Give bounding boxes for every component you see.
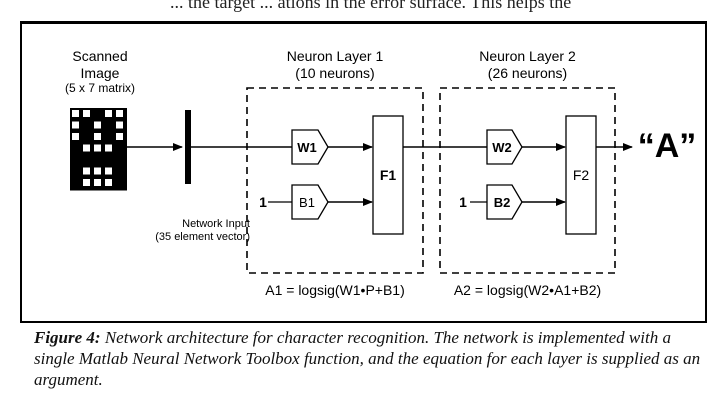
- matrix-pixel: [105, 110, 112, 117]
- b1-block: [291, 184, 329, 220]
- b2-input-one: 1: [459, 194, 467, 210]
- b1-label: B1: [299, 195, 315, 210]
- scanned-image-matrix: [70, 108, 127, 191]
- f2-label: F2: [572, 167, 590, 183]
- b2-block: [486, 184, 523, 220]
- caption-text: Network architecture for character recog…: [34, 328, 701, 389]
- layer1-title-text: Neuron Layer 1: [286, 48, 384, 64]
- f2-block: [565, 115, 597, 235]
- matrix-pixel: [72, 133, 79, 140]
- matrix-pixel: [94, 144, 101, 152]
- matrix-pixel: [105, 167, 112, 175]
- matrix-pixel: [83, 179, 90, 186]
- layer2-title-text: Neuron Layer 2: [479, 48, 576, 64]
- layer2-equation: A2 = logsig(W2•A1+B2): [453, 282, 602, 298]
- layer1-subtitle: (10 neurons): [295, 65, 375, 81]
- header-text-fragment: ... the target ... ations in the error s…: [170, 0, 572, 12]
- f1-label: F1: [379, 167, 397, 183]
- matrix-pixel: [72, 110, 79, 117]
- w2-block: [486, 129, 523, 165]
- scanned-label-line2: Image: [80, 65, 120, 81]
- layer2-title: Neuron Layer 2 (26 neurons): [440, 48, 615, 82]
- f1-block: [372, 115, 404, 235]
- network-input-bar: [185, 110, 191, 184]
- matrix-pixel: [83, 110, 90, 117]
- scanned-image-label: Scanned Image (5 x 7 matrix): [40, 48, 160, 95]
- network-input-line2: (35 element vector): [155, 231, 250, 243]
- w1-label: W1: [297, 140, 317, 155]
- layer1-title: Neuron Layer 1 (10 neurons): [247, 48, 423, 82]
- caption-label: Figure 4:: [34, 328, 101, 347]
- matrix-pixel: [94, 133, 101, 140]
- output-character: “A”: [637, 127, 697, 165]
- figure-frame: [20, 21, 707, 323]
- layer1-boundary: [246, 87, 424, 274]
- b2-label: B2: [493, 195, 511, 210]
- scanned-label-line3: (5 x 7 matrix): [64, 81, 135, 95]
- matrix-pixel: [116, 133, 123, 140]
- matrix-pixel: [116, 110, 123, 117]
- scanned-label-line1: Scanned: [72, 48, 128, 64]
- matrix-pixel: [94, 167, 101, 175]
- matrix-pixel: [116, 121, 123, 129]
- matrix-pixel: [105, 144, 112, 152]
- matrix-pixel: [72, 121, 79, 129]
- layer2-subtitle: (26 neurons): [487, 65, 568, 81]
- matrix-pixel: [83, 167, 90, 175]
- matrix-pixel: [94, 121, 101, 129]
- matrix-pixel: [83, 144, 90, 152]
- w2-label: W2: [492, 140, 512, 155]
- network-input-line1: Network Input: [182, 218, 250, 230]
- w1-block: [291, 129, 329, 165]
- layer2-boundary: [439, 87, 616, 274]
- figure-caption: Figure 4: Network architecture for chara…: [34, 327, 714, 390]
- matrix-pixel: [94, 179, 101, 186]
- layer1-equation: A1 = logsig(W1•P+B1): [265, 282, 405, 298]
- b1-input-one: 1: [259, 194, 267, 210]
- network-input-label: Network Input (35 element vector): [138, 218, 250, 244]
- matrix-pixel: [105, 179, 112, 186]
